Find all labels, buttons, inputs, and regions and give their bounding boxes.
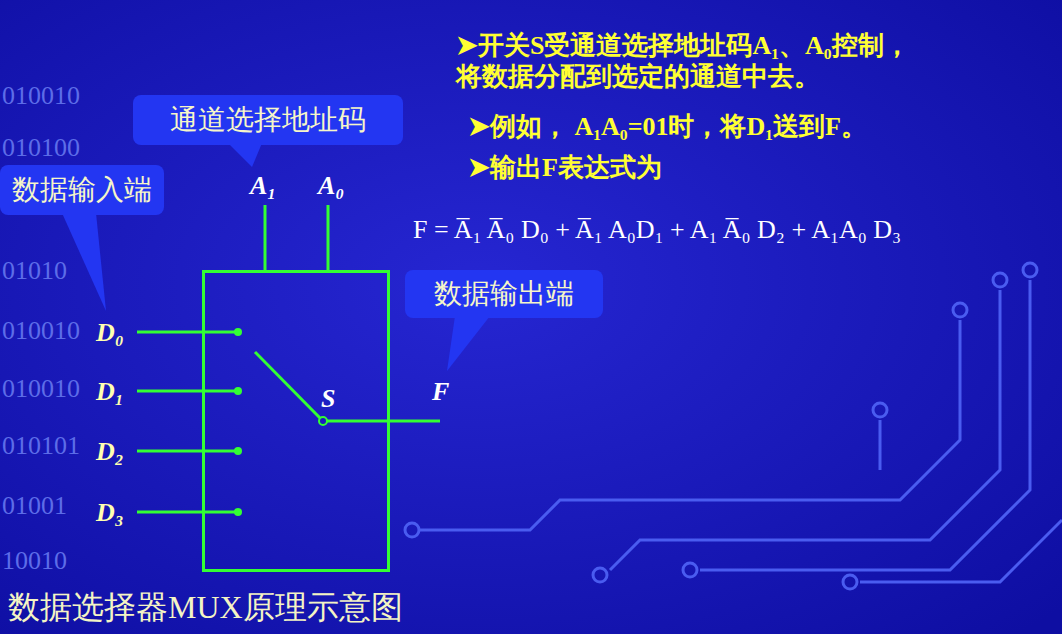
address-wire [327,205,330,270]
trace-pad [953,303,967,317]
callout-bubble: 数据输出端 [405,270,603,318]
pin-name-box: D₁ [96,376,124,407]
pin-name: D₂ [96,436,124,467]
pin-name-box: D₂ [96,436,124,467]
pin-name: D₁ [96,376,124,407]
input-wire [137,511,238,514]
trace-pad [1023,263,1037,277]
formula-box: F = A̅₁ A̅₀ D₀ + A̅₁ A₀D₁ + A₁ A̅₀ D₂ + … [413,214,901,245]
circuit-trace [879,420,882,470]
switch-label: S [321,383,335,414]
pin-name-box: D₀ [96,317,124,348]
callout-bubble: 数据输入端 [0,165,164,215]
contact [234,387,242,395]
binary-watermark-box: 01010 [2,255,67,286]
bullet-note-box: ➤开关S受通道选择地址码A₁、A₀控制， 将数据分配到选定的通道中去。 [456,30,1056,92]
trace-pad [405,523,419,537]
callout-tail [447,316,490,371]
pin-name-box: A₀ [318,170,344,201]
pin-name-box: F [432,376,449,407]
bullet-note-box: ➤输出F表达式为 [468,152,662,183]
binary-watermark-box: 010101 [2,430,80,461]
pin-name-box: A₁ [250,170,276,201]
binary-watermark-box: 01001 [2,490,67,521]
binary-watermark: 01010 [2,255,67,286]
binary-watermark-box: 010010 [2,80,80,111]
trace-pad [873,403,887,417]
mux-box: S [202,270,390,572]
callout-bubble: 通道选择地址码 [133,95,403,145]
circuit-trace [860,520,1062,582]
switch-pivot [319,417,327,425]
callout-text: 数据输入端 [12,171,152,209]
mux-wires [137,205,440,512]
pin-name: A₀ [318,170,344,201]
callout-text: 数据输出端 [434,275,574,313]
trace-pad [593,568,607,582]
circuit-traces [405,263,1062,589]
binary-watermark: 010101 [2,430,80,461]
callout-tail [62,213,106,311]
binary-watermark: 10010 [2,545,67,576]
callout-text: 通道选择地址码 [170,101,366,139]
circuit-trace [610,290,1000,570]
contact [234,508,242,516]
trace-pad [993,273,1007,287]
caption-box: 数据选择器MUX原理示意图 [8,588,403,626]
binary-watermark: 010010 [2,373,80,404]
callout-tail [228,143,262,167]
binary-watermark-box: 010010 [2,373,80,404]
bullet-note: ➤开关S受通道选择地址码A₁、A₀控制， 将数据分配到选定的通道中去。 [456,30,1056,92]
pin-name: D₀ [96,317,124,348]
pin-name: D₃ [96,497,124,528]
contact [234,328,242,336]
binary-watermark-box: 010100 [2,132,80,163]
circuit-trace [420,320,960,530]
address-wire [264,205,267,270]
contacts [234,328,242,516]
input-wire [137,331,238,334]
binary-watermark: 01001 [2,490,67,521]
switch-blade [255,352,320,418]
binary-watermark-box: 010010 [2,315,80,346]
binary-watermark: 010010 [2,80,80,111]
trace-pad [843,575,857,589]
bullet-note: ➤例如， A₁A₀=01时，将D₁送到F。 [468,111,867,142]
input-wire [137,390,238,393]
bullet-note-box: ➤例如， A₁A₀=01时，将D₁送到F。 [468,111,867,142]
contact [234,447,242,455]
circuit-trace [700,280,1030,570]
pin-name-box: D₃ [96,497,124,528]
formula: F = A̅₁ A̅₀ D₀ + A̅₁ A₀D₁ + A₁ A̅₀ D₂ + … [413,214,901,245]
binary-watermark-box: 10010 [2,545,67,576]
pin-name: F [432,376,449,407]
binary-watermark: 010010 [2,315,80,346]
input-wire [137,450,238,453]
binary-watermark: 010100 [2,132,80,163]
trace-pad [683,563,697,577]
bullet-note: ➤输出F表达式为 [468,152,662,183]
caption: 数据选择器MUX原理示意图 [8,588,403,626]
pin-name: A₁ [250,170,276,201]
output-wire [327,420,440,423]
